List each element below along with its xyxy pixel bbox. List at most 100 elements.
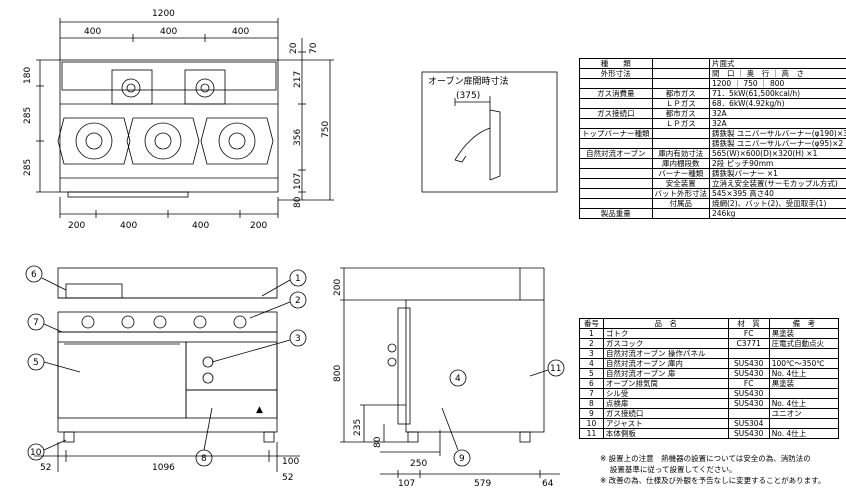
- dim-bottom-section-2: 400: [120, 221, 137, 231]
- spec-row: 種 類片面式: [579, 58, 846, 69]
- parts-cell: SUS430: [727, 358, 770, 369]
- dim-side-80: 80: [373, 436, 383, 448]
- spec-cell: ＬＰガス: [651, 118, 710, 129]
- parts-cell: 圧電式自動点火: [768, 338, 840, 349]
- parts-cell: SUS430: [727, 368, 770, 379]
- parts-cell: アジャスト: [602, 418, 729, 429]
- parts-cell: 自然対流オーブン 庫内: [602, 358, 729, 369]
- parts-cell: 5: [579, 368, 604, 379]
- dim-side-200: 200: [333, 279, 343, 296]
- spec-cell: ＬＰガス: [651, 98, 710, 109]
- parts-cell: シル受: [602, 388, 729, 399]
- notes: ※ 設置上の注意 熱機器の設置については安全の為、消防法の 設置基準に従って設置…: [600, 453, 840, 486]
- spec-cell: トップバーナー種類: [579, 128, 653, 139]
- front-view: [25, 265, 307, 472]
- parts-cell: 黒塗装: [768, 378, 840, 389]
- spec-cell: 付属品: [651, 198, 710, 209]
- spec-cell: 都市ガス: [651, 88, 710, 99]
- dim-side-579: 579: [474, 479, 491, 489]
- parts-cell: 3: [579, 348, 604, 359]
- spec-cell: 都市ガス: [651, 108, 710, 119]
- dim-bottom-section-1: 200: [68, 221, 85, 231]
- parts-cell: [768, 388, 840, 399]
- dim-bottom-section-4: 200: [250, 221, 267, 231]
- spec-cell: [579, 178, 653, 189]
- top-view: [36, 18, 334, 218]
- spec-cell: [579, 158, 653, 169]
- dim-total-width: 1200: [152, 9, 175, 19]
- parts-cell: 2: [579, 338, 604, 349]
- dim-front-1096: 1096: [152, 463, 175, 473]
- dim-left-3: 285: [23, 159, 33, 176]
- spec-cell: 安全装置: [651, 178, 710, 189]
- callout-2: 2: [295, 296, 301, 306]
- dim-depth: 750: [321, 121, 331, 138]
- spec-cell: [651, 68, 710, 79]
- spec-cell: 庫内棚段数: [651, 158, 710, 169]
- spec-cell: [579, 78, 653, 89]
- parts-cell: SUS430: [727, 398, 770, 409]
- parts-header-cell: 番号: [579, 318, 604, 329]
- callout-1: 1: [295, 274, 301, 284]
- spec-cell: [651, 208, 710, 219]
- parts-cell: 100℃～350℃: [768, 358, 840, 369]
- dim-side-800: 800: [333, 365, 343, 382]
- parts-cell: オーブン排気筒: [602, 378, 729, 389]
- spec-cell: 246kg: [709, 208, 846, 219]
- spec-row: 付属品焼網(2)、バット(2)、受皿取手(1): [579, 198, 846, 209]
- callout-3: 3: [295, 334, 301, 344]
- dim-side-250: 250: [410, 459, 427, 469]
- dim-right-small-2: 70: [309, 42, 319, 54]
- door-marker: ▲: [256, 405, 263, 415]
- dim-right-3: 107: [293, 173, 303, 190]
- spec-cell: [579, 198, 653, 209]
- parts-header-cell: 材 質: [727, 318, 770, 329]
- parts-cell: No. 4仕上: [768, 368, 840, 379]
- spec-cell: 71．5kW(61,500kcal/h): [709, 88, 846, 99]
- parts-cell: 黒塗装: [768, 328, 840, 339]
- dim-right-2: 356: [293, 129, 303, 146]
- spec-row: 鋳鉄製 ユニバーサルバーナー(φ95)×2: [579, 138, 846, 149]
- spec-cell: バット外形寸法: [651, 188, 710, 199]
- spec-cell: [579, 168, 653, 179]
- dim-front-52-left: 52: [40, 463, 51, 473]
- spec-cell: 565(W)×600(D)×320(H) ×1: [709, 148, 846, 159]
- callout-4: 4: [455, 374, 461, 384]
- parts-header-cell: 備 考: [768, 318, 840, 329]
- dimension-texts: 1200 400 400 400 200 400 400 200 180 285…: [23, 9, 561, 489]
- parts-cell: C3771: [727, 338, 770, 349]
- parts-cell: 自然対流オーブン 操作パネル: [602, 348, 729, 359]
- oven-detail-dim: (375): [456, 91, 480, 101]
- spec-cell: [579, 98, 653, 109]
- callout-6: 6: [31, 270, 37, 280]
- parts-header-row: 番号品 名材 質備 考: [579, 318, 840, 329]
- parts-cell: 4: [579, 358, 604, 369]
- parts-cell: [768, 418, 840, 429]
- parts-cell: 10: [579, 418, 604, 429]
- spec-cell: ガス接続口: [579, 108, 653, 119]
- dim-bottom-section-3: 400: [192, 221, 209, 231]
- callout-11: 11: [550, 364, 561, 374]
- dim-right-1: 217: [293, 71, 303, 88]
- parts-cell: 本体側板: [602, 428, 729, 439]
- spec-cell: [651, 78, 710, 89]
- spec-cell: [579, 188, 653, 199]
- spec-cell: 32A: [709, 108, 846, 119]
- note-line-1: ※ 設置上の注意 熱機器の設置については安全の為、消防法の: [600, 454, 811, 463]
- parts-cell: 6: [579, 378, 604, 389]
- callout-5: 5: [33, 358, 39, 368]
- parts-cell: ゴトク: [602, 328, 729, 339]
- spec-cell: 2段 ピッチ90mm: [709, 158, 846, 169]
- spec-cell: 庫内有効寸法: [651, 148, 710, 159]
- spec-cell: 鋳鉄製バーナー ×1: [709, 168, 846, 179]
- note-line-3: ※ 改善の為、仕様及び外観を予告なしに変更することがあります。: [600, 476, 826, 485]
